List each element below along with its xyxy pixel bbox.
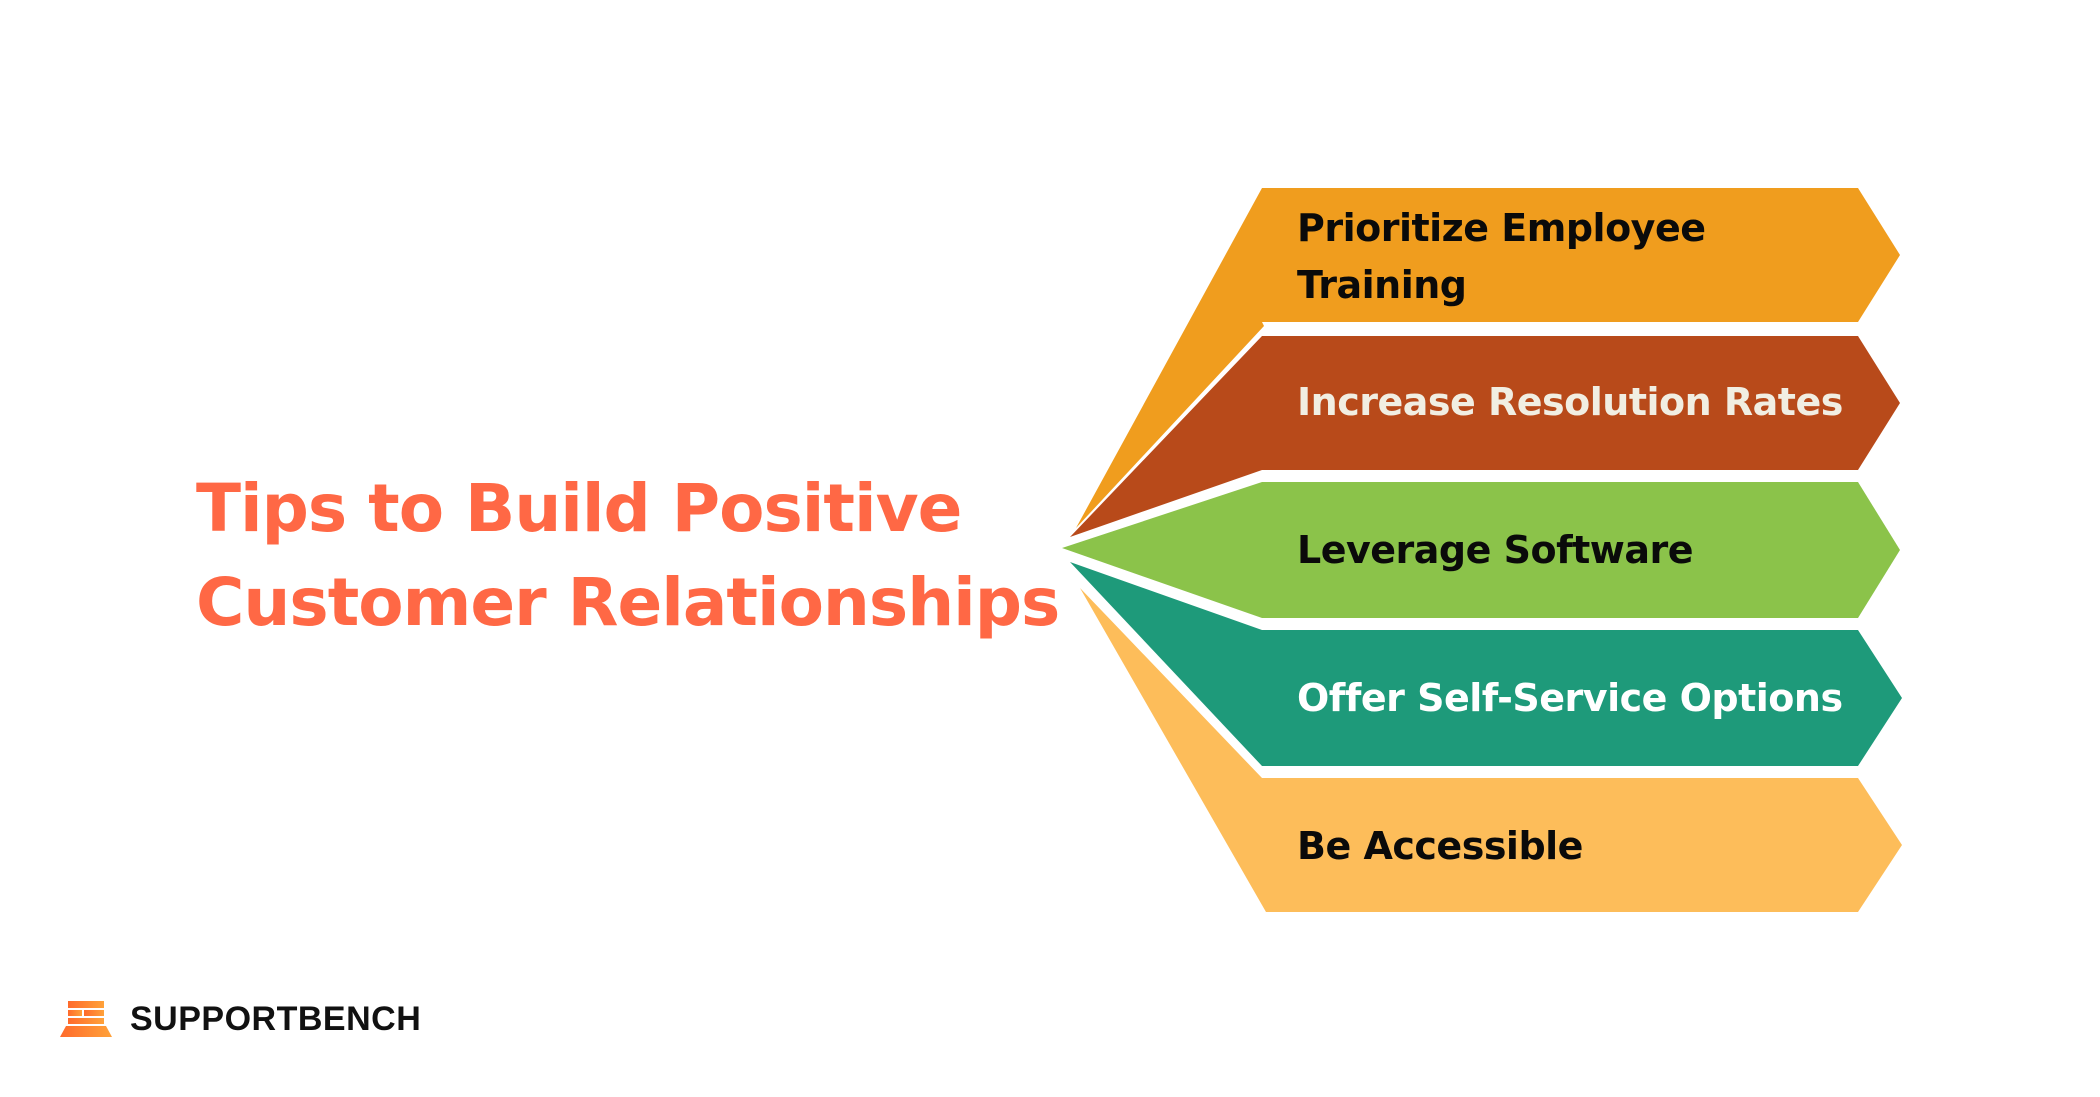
supportbench-logo-icon [60, 1000, 112, 1037]
tip-label-4: Offer Self-Service Options [1297, 676, 1843, 720]
tip-arrow-2 [1070, 336, 1900, 537]
tip-arrow-1 [1076, 188, 1900, 528]
page-title: Tips to Build Positive Customer Relation… [196, 462, 1060, 650]
tip-arrow-4 [1070, 562, 1902, 766]
tip-label-2: Increase Resolution Rates [1297, 380, 1843, 424]
tip-label-1: Prioritize Employee Training [1297, 200, 1706, 314]
title-line-2: Customer Relationships [196, 564, 1060, 641]
brand-name: SUPPORTBENCH [130, 1000, 422, 1038]
title-line-1: Tips to Build Positive [196, 470, 962, 547]
brand-logo: SUPPORTBENCH [60, 1000, 421, 1039]
tip-arrow-3 [1062, 482, 1900, 618]
tip-label-1-line-2: Training [1297, 263, 1467, 307]
tip-arrow-5 [1080, 588, 1902, 912]
tip-label-5: Be Accessible [1297, 824, 1583, 868]
tip-label-1-line-1: Prioritize Employee [1297, 206, 1706, 250]
tip-label-3: Leverage Software [1297, 528, 1694, 572]
